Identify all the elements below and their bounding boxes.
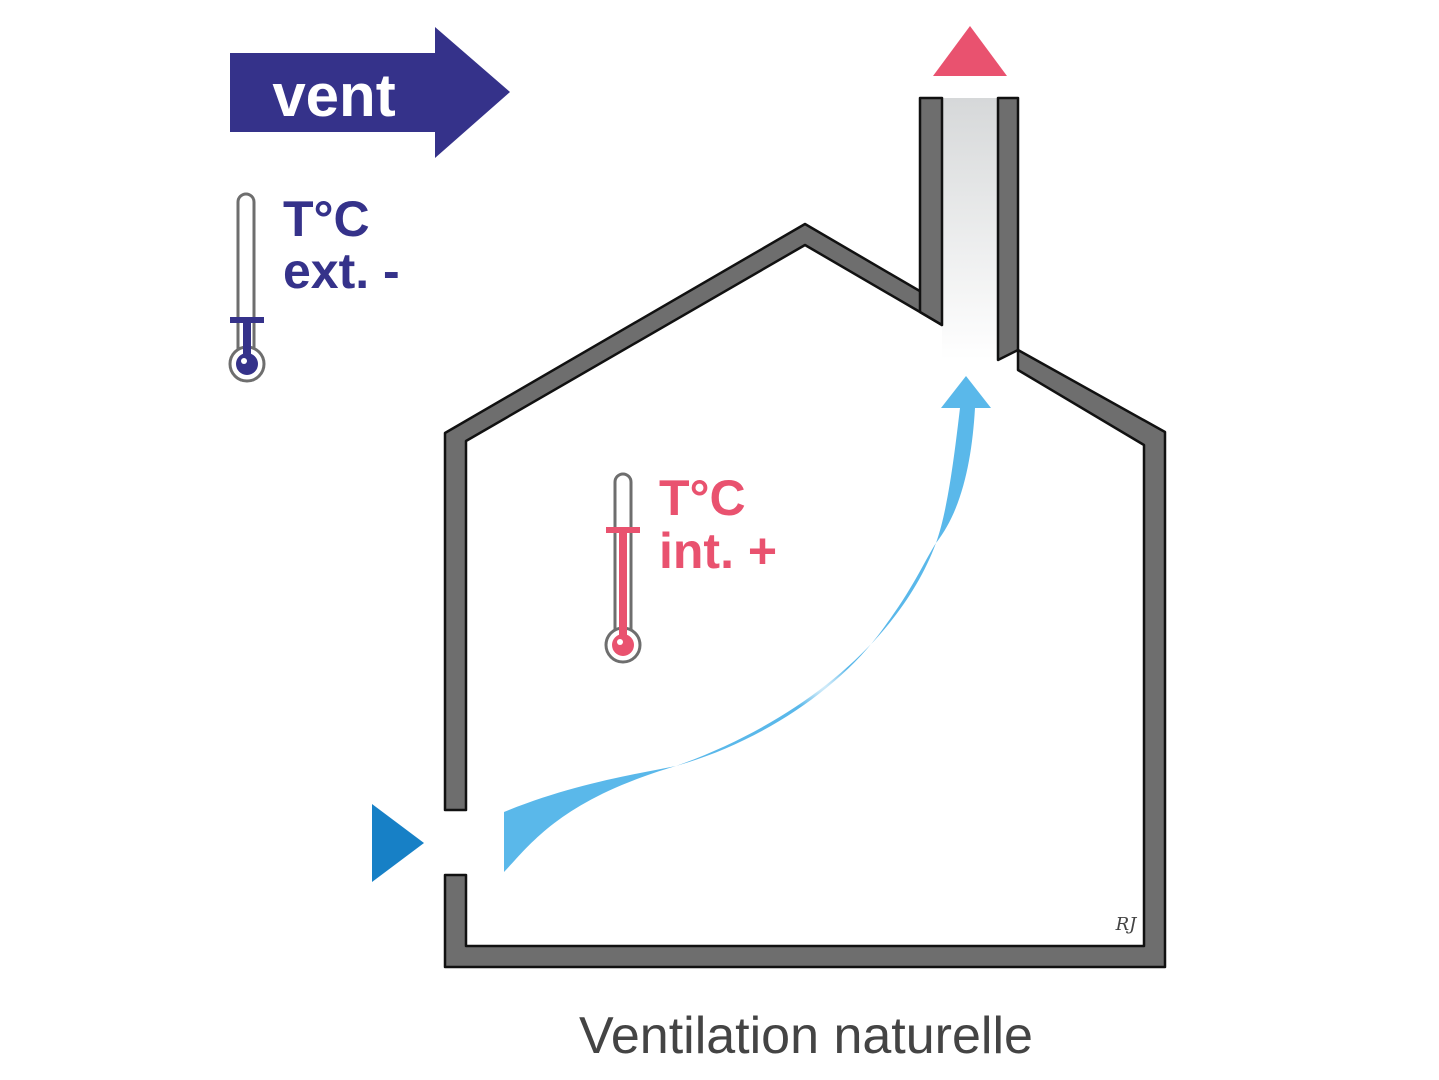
wind-arrow-icon: vent	[230, 27, 510, 158]
diagram-caption: Ventilation naturelle	[579, 1007, 1033, 1065]
artist-signature: RJ	[1115, 914, 1139, 935]
air-outlet-triangle-icon	[933, 26, 1007, 76]
air-inlet-triangle-icon	[372, 804, 424, 882]
chimney-flue	[942, 98, 998, 360]
wind-label: vent	[272, 62, 395, 129]
warm-thermometer-icon	[604, 472, 642, 664]
exterior-temp-label-line1: T°C	[283, 191, 370, 247]
exterior-temp-label-line2: ext. -	[283, 243, 400, 299]
cold-thermometer-icon	[228, 192, 266, 383]
interior-temp-label-line2: int. +	[659, 523, 777, 579]
interior-temp-label-line1: T°C	[659, 470, 746, 526]
house-walls	[443, 96, 1167, 969]
airflow-ribbon-arrow-icon	[504, 376, 991, 872]
